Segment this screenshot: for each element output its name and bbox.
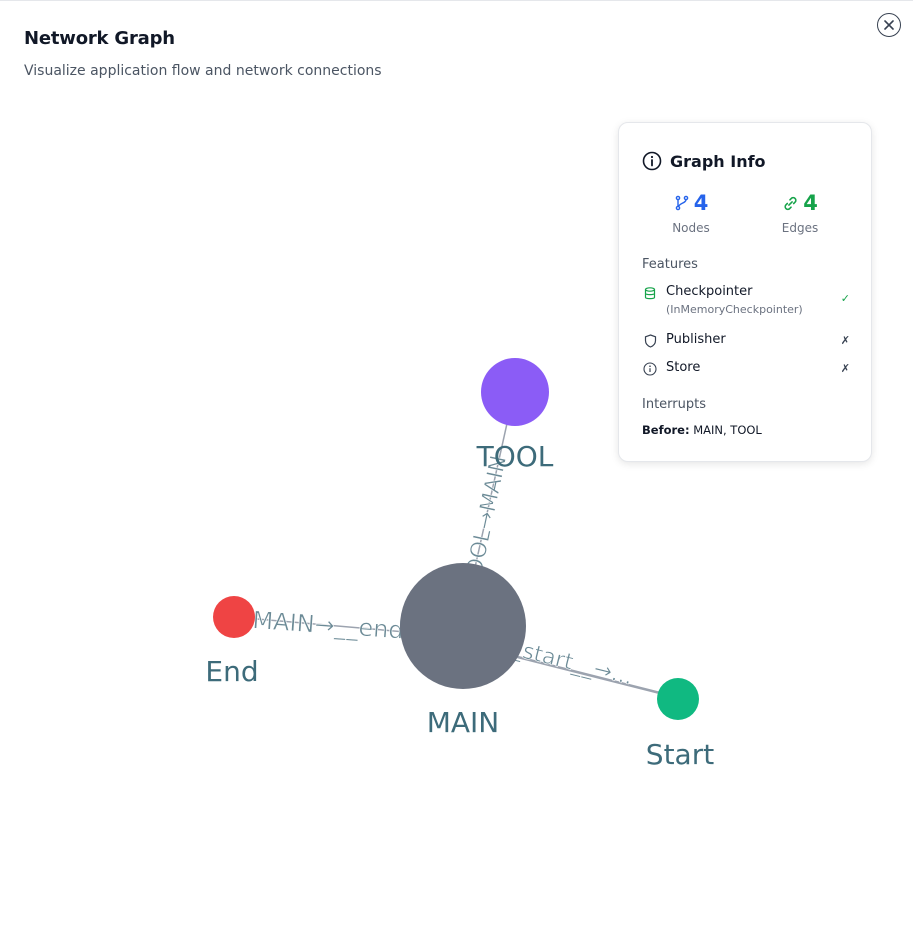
close-button[interactable] xyxy=(877,13,901,37)
graph-info-title: Graph Info xyxy=(670,151,766,171)
feature-status: ✗ xyxy=(840,362,850,375)
close-icon xyxy=(884,20,894,30)
feature-name: Publisher xyxy=(666,332,726,347)
interrupts-before: Before: MAIN, TOOL xyxy=(642,423,762,437)
node-main[interactable] xyxy=(400,563,526,689)
node-label-end: End xyxy=(205,655,258,688)
feature-publisher: Publisher ✗ xyxy=(642,332,850,349)
nodes-count: 4 xyxy=(693,191,709,215)
edges-count: 4 xyxy=(803,191,818,215)
edges-label: Edges xyxy=(781,221,819,235)
feature-status: ✗ xyxy=(840,334,850,347)
edges-stat: 4 Edges xyxy=(745,191,855,235)
nodes-stat: 4 Nodes xyxy=(636,191,746,235)
edge-main-tool xyxy=(469,391,515,591)
node-label-main: MAIN xyxy=(427,706,500,739)
features-heading: Features xyxy=(642,257,698,272)
node-end[interactable] xyxy=(213,596,255,638)
link-icon xyxy=(784,196,797,210)
nodes-label: Nodes xyxy=(672,221,710,235)
node-label-start: Start xyxy=(646,738,714,771)
interrupts-before-value: MAIN, TOOL xyxy=(693,423,762,437)
feature-detail: (InMemoryCheckpointer) xyxy=(666,303,803,316)
node-tool[interactable] xyxy=(481,358,549,426)
info-icon xyxy=(643,362,657,376)
edge-start-main xyxy=(497,650,661,695)
feature-checkpointer: Checkpointer (InMemoryCheckpointer) ✓ xyxy=(642,284,850,316)
graph-info-panel: Graph Info 4 Nodes 4 Edges Features xyxy=(618,122,872,462)
feature-name: Checkpointer xyxy=(666,284,753,299)
interrupts-heading: Interrupts xyxy=(642,397,706,412)
top-divider xyxy=(0,0,913,1)
node-start[interactable] xyxy=(657,678,699,720)
page-title: Network Graph xyxy=(24,28,175,49)
graph-info-header: Graph Info xyxy=(642,151,766,171)
interrupts-before-label: Before: xyxy=(642,423,690,437)
feature-status: ✓ xyxy=(840,292,850,305)
git-branch-icon xyxy=(675,195,688,211)
info-icon xyxy=(642,151,662,171)
page-header: Network Graph Visualize application flow… xyxy=(24,28,382,79)
shield-icon xyxy=(644,334,656,348)
feature-store: Store ✗ xyxy=(642,360,850,377)
node-label-tool: TOOL xyxy=(476,440,554,473)
feature-name: Store xyxy=(666,360,701,375)
page-subtitle: Visualize application flow and network c… xyxy=(24,63,382,79)
database-icon xyxy=(644,286,656,299)
